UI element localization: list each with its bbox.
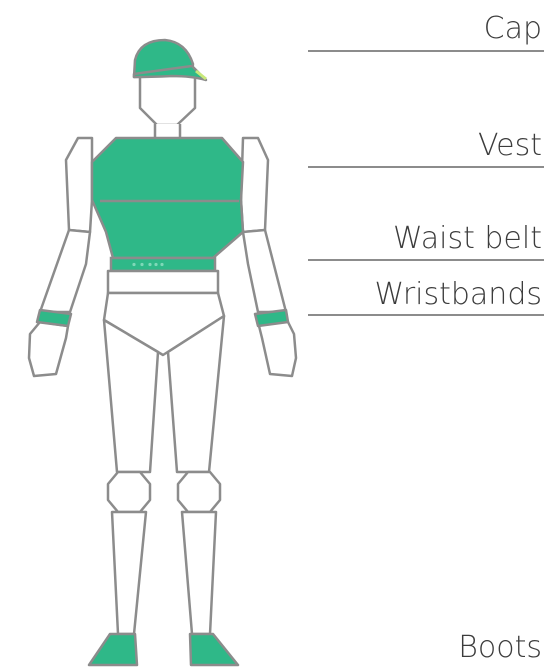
label-boots: Boots [458, 633, 542, 663]
upper-arm-left [66, 138, 92, 232]
forearm-left [40, 230, 90, 312]
forearm-right [243, 230, 286, 312]
rule-cap [308, 50, 544, 52]
waist-belt-item [111, 258, 215, 271]
boot-left [89, 634, 137, 665]
wristband-right [255, 310, 288, 326]
vest-item [92, 138, 243, 258]
hand-left [29, 322, 68, 376]
hand-right [258, 318, 296, 376]
wristband-left [37, 310, 71, 326]
cap-item [134, 40, 206, 80]
label-wristbands: Wristbands [375, 280, 543, 310]
shin-right [182, 512, 216, 634]
rule-vest [308, 166, 544, 168]
label-waist-belt: Waist belt [393, 224, 542, 254]
rule-wristbands [308, 314, 544, 316]
head [140, 72, 195, 125]
knee-left [108, 472, 150, 512]
boot-right [190, 634, 238, 665]
shin-left [112, 512, 146, 634]
label-vest: Vest [478, 131, 542, 161]
label-cap: Cap [484, 14, 542, 44]
rule-waist-belt [308, 259, 544, 261]
upper-arm-right [241, 138, 268, 232]
hip-band [108, 271, 218, 293]
knee-right [178, 472, 220, 512]
